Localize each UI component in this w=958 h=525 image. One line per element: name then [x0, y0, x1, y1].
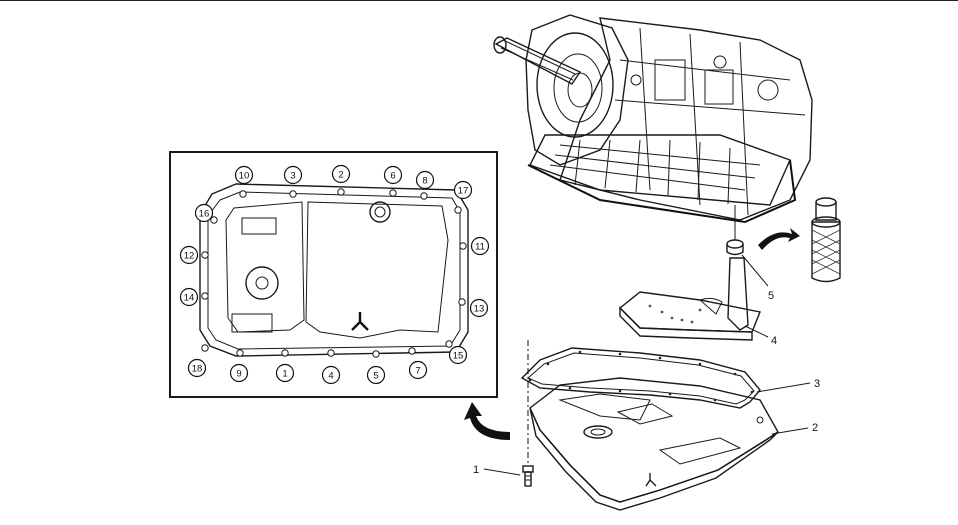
bolt-label-3: 3 — [283, 165, 303, 185]
inset-pan-detail — [199, 183, 469, 358]
bolt-label-1: 1 — [275, 363, 295, 383]
bolt-label-14: 14 — [179, 287, 199, 307]
svg-text:9: 9 — [236, 369, 241, 380]
callout-5: 5 — [768, 290, 774, 302]
transmission-filter — [618, 257, 761, 341]
svg-text:12: 12 — [184, 251, 195, 262]
callout-1: 1 — [473, 464, 479, 476]
top-rule — [0, 0, 958, 1]
svg-text:1: 1 — [282, 369, 287, 380]
callout-labels: 1 2 3 4 5 — [473, 290, 820, 476]
svg-text:16: 16 — [199, 209, 210, 220]
bolt-label-7: 7 — [408, 360, 428, 380]
bolt-label-15: 15 — [448, 345, 468, 365]
svg-text:3: 3 — [290, 171, 295, 182]
bolt-label-10: 10 — [234, 165, 254, 185]
svg-text:10: 10 — [239, 171, 250, 182]
callout-2: 2 — [812, 422, 818, 434]
bolt-sequence-labels: 10 3 2 6 8 17 16 12 11 14 13 18 9 1 4 5 … — [179, 164, 490, 385]
bolt-label-16: 16 — [194, 203, 214, 223]
svg-text:11: 11 — [475, 242, 485, 253]
removal-arrow-right — [758, 228, 800, 250]
transmission-assembly — [493, 14, 813, 240]
bolt-label-13: 13 — [469, 298, 489, 318]
svg-text:4: 4 — [328, 371, 333, 382]
svg-text:13: 13 — [474, 304, 485, 315]
inset-frame — [169, 151, 498, 398]
svg-text:6: 6 — [390, 171, 395, 182]
callout-3: 3 — [814, 378, 820, 390]
bolt-label-4: 4 — [321, 365, 341, 385]
bolt-label-6: 6 — [383, 165, 403, 185]
svg-text:18: 18 — [192, 364, 203, 375]
svg-text:15: 15 — [453, 351, 464, 362]
bolt-label-11: 11 — [470, 236, 490, 256]
oil-pan-bolt — [522, 340, 534, 487]
bolt-label-8: 8 — [415, 170, 435, 190]
inset-reference-arrow — [464, 402, 510, 440]
svg-text:14: 14 — [184, 293, 195, 304]
bolt-label-12: 12 — [179, 245, 199, 265]
bolt-label-18: 18 — [187, 358, 207, 378]
svg-text:7: 7 — [415, 366, 420, 377]
filter-strainer — [811, 197, 841, 283]
callout-4: 4 — [771, 335, 777, 347]
svg-text:2: 2 — [338, 170, 343, 181]
svg-text:8: 8 — [422, 176, 427, 187]
callout-leaders — [483, 254, 811, 476]
bolt-label-2: 2 — [331, 164, 351, 184]
svg-text:17: 17 — [458, 186, 469, 197]
bolt-label-17: 17 — [453, 180, 473, 200]
oil-pan — [529, 377, 779, 511]
bolt-label-5: 5 — [366, 365, 386, 385]
filter-seal — [726, 239, 744, 256]
oil-pan-gasket — [520, 347, 761, 409]
bolt-label-9: 9 — [229, 363, 249, 383]
svg-text:5: 5 — [373, 371, 378, 382]
